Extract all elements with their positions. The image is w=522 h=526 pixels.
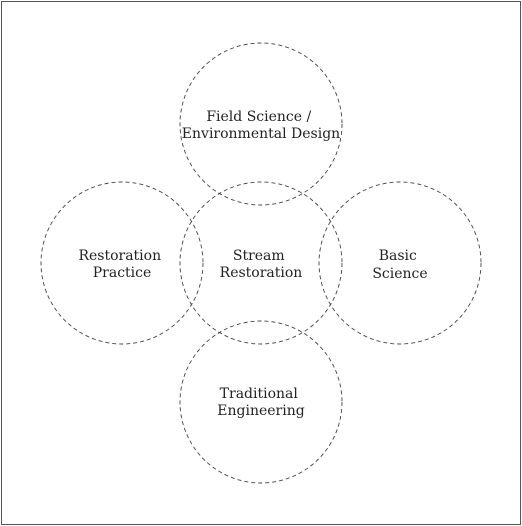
label-stream-restoration-line1: Stream [233, 248, 285, 264]
circle-field-science [179, 42, 343, 206]
label-restoration-practice-line2: Practice [93, 265, 152, 281]
label-traditional-engineering-line2: Engineering [217, 403, 304, 419]
label-field-science-line1: Field Science / [206, 109, 311, 125]
circle-traditional-engineering [179, 320, 343, 484]
label-basic-science-line1: Basic [379, 248, 417, 264]
label-stream-restoration-line2: Restoration [220, 265, 303, 281]
label-basic-science: Basic Science [372, 248, 427, 282]
label-field-science: Field Science / Environmental Design [182, 109, 340, 142]
label-traditional-engineering-line1: Traditional [220, 386, 299, 402]
label-traditional-engineering: Traditional Engineering [217, 386, 304, 419]
circle-stream-restoration [179, 181, 343, 345]
label-field-science-line2: Environmental Design [182, 126, 340, 142]
label-restoration-practice: Restoration Practice [78, 248, 165, 281]
circle-basic-science [318, 181, 482, 345]
label-basic-science-line2: Science [372, 266, 427, 282]
label-stream-restoration: Stream Restoration [220, 248, 303, 281]
label-restoration-practice-line1: Restoration [78, 248, 161, 264]
circle-restoration-practice [40, 181, 204, 345]
